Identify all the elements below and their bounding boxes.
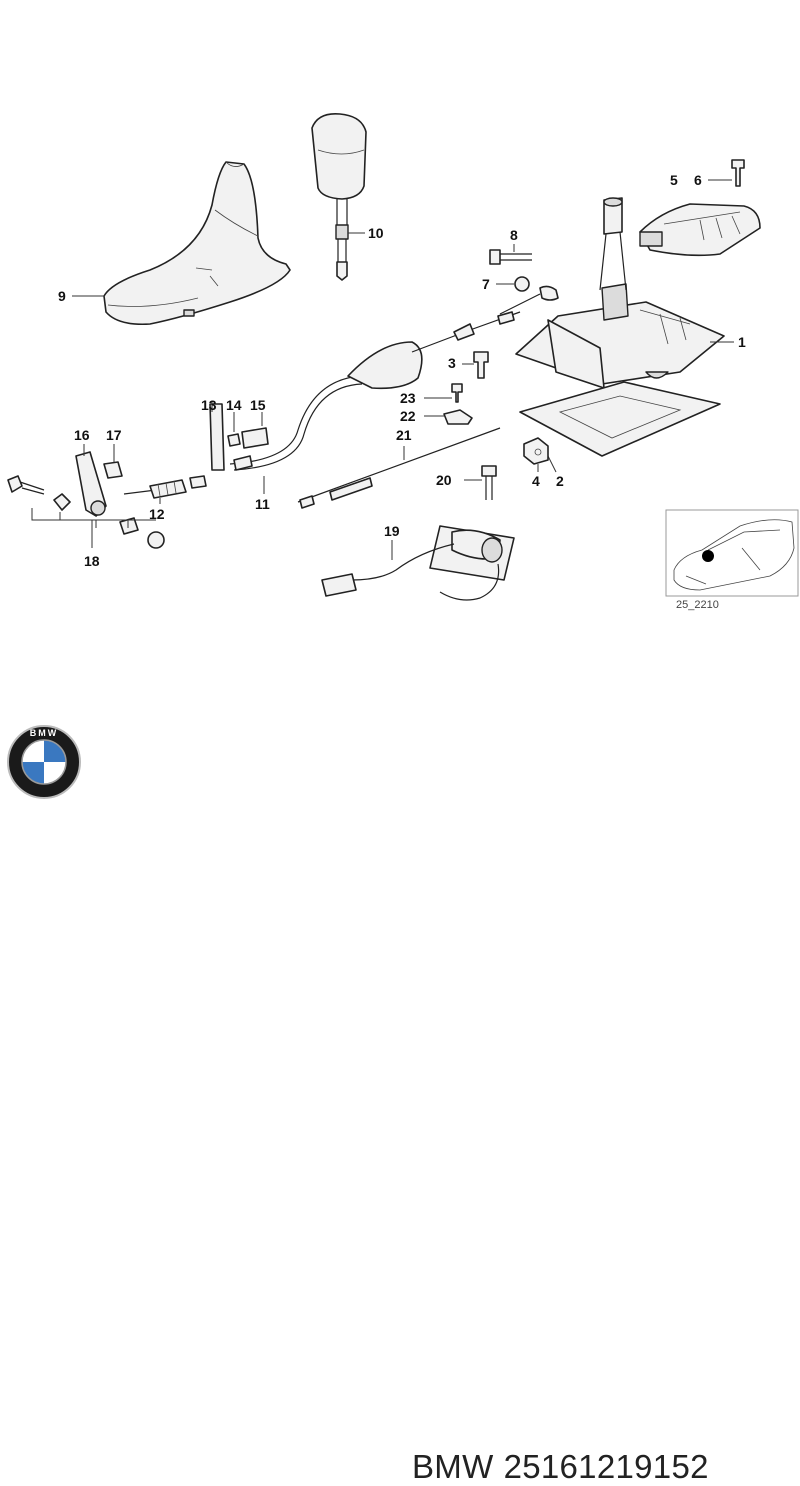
label-20: 20 [436,472,452,488]
selector-cable-part [297,427,501,509]
label-15: 15 [250,397,266,413]
label-11: 11 [255,496,270,512]
inset-car-thumbnail: 25_2210 [665,509,799,611]
label-14: 14 [226,397,242,413]
sensor-part [321,525,515,601]
selector-cover-part [639,159,761,257]
shift-cable-part [229,311,521,494]
part-number: 25161219152 [503,1448,709,1485]
label-19: 19 [384,523,400,539]
screw-part [462,351,489,379]
label-23: 23 [400,390,416,406]
label-17: 17 [106,427,122,443]
lever-parts [7,444,165,549]
label-10: 10 [368,225,384,241]
label-6: 6 [694,172,702,188]
label-21: 21 [396,427,412,443]
bracket-parts [424,383,473,425]
location-marker-icon [702,550,714,562]
part-labels: 1 2 3 4 5 6 7 8 9 10 11 12 13 14 15 16 1… [58,172,746,569]
label-12: 12 [149,506,165,522]
gear-knob-part [311,112,367,281]
label-2: 2 [556,473,564,489]
shifter-housing-part [515,197,734,389]
label-18: 18 [84,553,100,569]
bolt-part [464,465,497,500]
label-4: 4 [532,473,540,489]
label-9: 9 [58,288,66,304]
label-13: 13 [201,397,217,413]
label-7: 7 [482,276,490,292]
brand-name: BMW [412,1448,494,1485]
label-22: 22 [400,408,416,424]
logo-lettering: BMW [30,728,59,738]
label-16: 16 [74,427,90,443]
label-8: 8 [510,227,518,243]
shift-boot-part [72,161,291,326]
parts-diagram: 1 2 3 4 5 6 7 8 9 10 11 12 13 14 15 16 1… [7,112,799,611]
label-1: 1 [738,334,746,350]
bmw-logo: BMW [7,725,81,799]
label-3: 3 [448,355,456,371]
inset-code: 25_2210 [676,599,719,611]
clip-part [523,437,549,472]
link-bolt-part [489,244,559,315]
cable-adjuster-parts [123,402,269,504]
label-5: 5 [670,172,678,188]
gasket-plate-part [519,381,721,473]
